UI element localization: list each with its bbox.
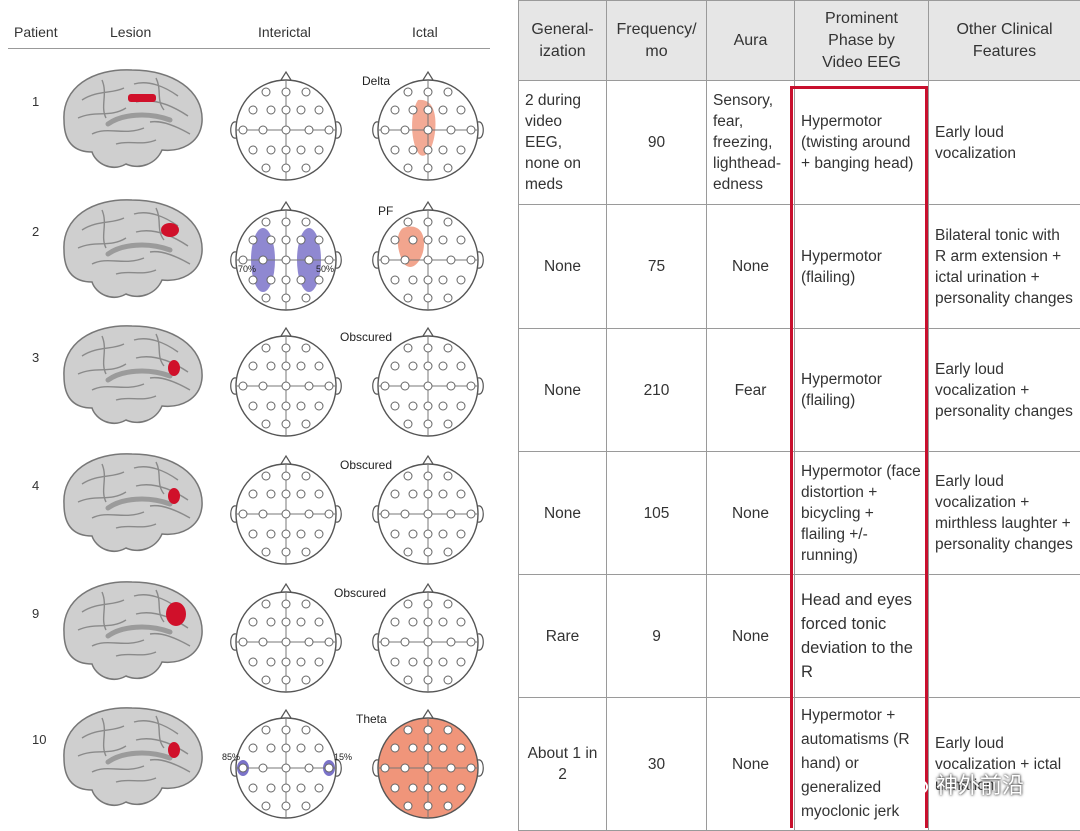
cell-other: [929, 575, 1080, 698]
cell-generalization: None: [519, 205, 607, 329]
ictal-pattern-label: Obscured: [340, 458, 392, 472]
cell-aura: None: [707, 698, 795, 831]
patient-number: 4: [32, 478, 39, 493]
watermark: 神外前沿: [896, 768, 1024, 800]
cell-generalization: Rare: [519, 575, 607, 698]
cell-aura: Sensory, fear, freezing, lighthead-ednes…: [707, 81, 795, 205]
col-phase: Prominent Phase by Video EEG: [795, 1, 929, 81]
lesion-marker: [168, 742, 180, 758]
cell-frequency: 105: [607, 452, 707, 575]
ictal-eeg-map: [363, 200, 493, 320]
brain-sagittal-image: [52, 60, 212, 178]
col-aura: Aura: [707, 1, 795, 81]
cell-other: Early loud vocalization + personality ch…: [929, 329, 1080, 452]
cell-other: Early loud vocalization: [929, 81, 1080, 205]
col-other: Other Clinical Features: [929, 1, 1080, 81]
patient-number: 10: [32, 732, 46, 747]
cell-aura: None: [707, 452, 795, 575]
header-patient: Patient: [14, 24, 58, 40]
ictal-pattern-label: Theta: [356, 712, 387, 726]
figure-panel: Patient Lesion Interictal Ictal 1 Delta 2 7…: [0, 0, 500, 828]
brain-sagittal-image: [52, 572, 212, 690]
ictal-eeg-map: [363, 70, 493, 190]
header-lesion: Lesion: [110, 24, 151, 40]
cell-aura: None: [707, 575, 795, 698]
header-ictal: Ictal: [412, 24, 438, 40]
patient-number: 9: [32, 606, 39, 621]
brain-sagittal-image: [52, 316, 212, 434]
patient-number: 3: [32, 350, 39, 365]
ictal-pattern-label: Delta: [362, 74, 390, 88]
interictal-eeg-map: [221, 582, 351, 702]
interictal-eeg-map: [221, 454, 351, 574]
cell-frequency: 75: [607, 205, 707, 329]
cell-generalization: None: [519, 452, 607, 575]
cell-generalization: None: [519, 329, 607, 452]
interictal-percent-label: 15%: [334, 752, 352, 762]
lesion-marker: [161, 223, 179, 237]
ictal-pattern-label: Obscured: [334, 586, 386, 600]
ictal-eeg-map: [363, 454, 493, 574]
highlight-box: [790, 86, 928, 828]
ictal-eeg-map: [363, 326, 493, 446]
brain-sagittal-image: [52, 190, 212, 308]
wechat-icon: [896, 772, 930, 796]
lesion-marker: [168, 360, 180, 376]
col-frequency: Frequency/ mo: [607, 1, 707, 81]
header-rule: [8, 48, 490, 49]
lesion-marker: [168, 488, 180, 504]
interictal-percent-label: 85%: [222, 752, 240, 762]
col-generalization: General- ization: [519, 1, 607, 81]
patient-number: 1: [32, 94, 39, 109]
cell-frequency: 210: [607, 329, 707, 452]
cell-generalization: About 1 in 2: [519, 698, 607, 831]
ictal-eeg-map: [363, 582, 493, 702]
cell-other: Early loud vocalization + mirthless laug…: [929, 452, 1080, 575]
cell-other: Bilateral tonic with R arm extension + i…: [929, 205, 1080, 329]
interictal-eeg-map: [221, 326, 351, 446]
interictal-percent-label: 70%: [238, 264, 256, 274]
cell-aura: None: [707, 205, 795, 329]
interictal-eeg-map: [221, 708, 351, 828]
cell-generalization: 2 during video EEG, none on meds: [519, 81, 607, 205]
cell-other: Early loud vocalization + ictal urinatio…: [929, 698, 1080, 831]
cell-aura: Fear: [707, 329, 795, 452]
header-interictal: Interictal: [258, 24, 311, 40]
interictal-percent-label: 50%: [316, 264, 334, 274]
brain-sagittal-image: [52, 444, 212, 562]
cell-frequency: 90: [607, 81, 707, 205]
interictal-eeg-map: [221, 200, 351, 320]
lesion-marker: [128, 94, 156, 102]
panel-divider: [500, 0, 518, 828]
cell-frequency: 30: [607, 698, 707, 831]
lesion-marker: [166, 602, 186, 626]
watermark-text: 神外前沿: [936, 768, 1024, 800]
ictal-eeg-map: [363, 708, 493, 828]
cell-frequency: 9: [607, 575, 707, 698]
ictal-pattern-label: PF: [378, 204, 393, 218]
brain-sagittal-image: [52, 698, 212, 816]
interictal-eeg-map: [221, 70, 351, 190]
ictal-pattern-label: Obscured: [340, 330, 392, 344]
patient-number: 2: [32, 224, 39, 239]
